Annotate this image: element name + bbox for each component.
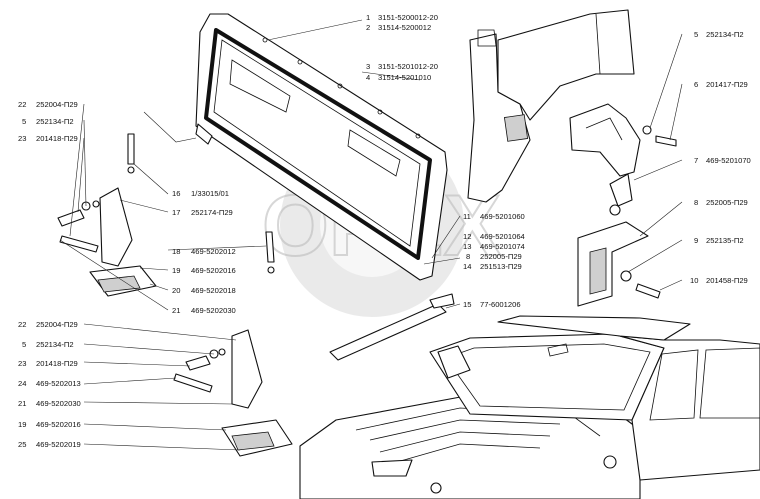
- callout-code: 469-5201064: [480, 232, 525, 241]
- callout-num: 23: [18, 134, 26, 143]
- left-hinge-lower: [173, 329, 293, 457]
- callout-code: 469-5202016: [191, 266, 236, 275]
- callout-code: 252135-П2: [706, 236, 744, 245]
- hinge-bracket-upper: [569, 103, 641, 216]
- callout-num: 21: [172, 306, 180, 315]
- callout-num: 24: [18, 379, 26, 388]
- callout-num: 25: [18, 440, 26, 449]
- callout-code: 1/33015/01: [191, 189, 229, 198]
- callout-num: 16: [172, 189, 180, 198]
- callout-code: 469-5202016: [36, 420, 81, 429]
- callout-num: 19: [18, 420, 26, 429]
- callout-code: 469-5202030: [191, 306, 236, 315]
- callout-num: 14: [463, 262, 471, 271]
- callout-num: 21: [18, 399, 26, 408]
- callout-num: 8: [694, 198, 698, 207]
- callout-code: 469-5202013: [36, 379, 81, 388]
- callout-code: 201418-П29: [36, 134, 78, 143]
- callout-code: 201458-П29: [706, 276, 748, 285]
- callout-code: 252174-П29: [191, 208, 233, 217]
- vehicle: [299, 315, 760, 499]
- callout-code: 252004-П29: [36, 100, 78, 109]
- callout-code: 31514-5201010: [378, 73, 431, 82]
- callout-code: 252134-П2: [706, 30, 744, 39]
- callout-code: 3151-5201012-20: [378, 62, 438, 71]
- callout-num: 8: [466, 252, 470, 261]
- callout-code: 201417-П29: [706, 80, 748, 89]
- callout-num: 9: [694, 236, 698, 245]
- callout-num: 5: [22, 340, 26, 349]
- center-bolt: [265, 231, 275, 274]
- bolts-right: [620, 125, 677, 299]
- callout-num: 22: [18, 320, 26, 329]
- callout-num: 13: [463, 242, 471, 251]
- callout-num: 5: [22, 117, 26, 126]
- callout-num: 15: [463, 300, 471, 309]
- body-pillar: [467, 9, 635, 203]
- callout-code: 201418-П29: [36, 359, 78, 368]
- hinge-bracket-lower: [577, 221, 649, 307]
- callout-code: 31514-5200012: [378, 23, 431, 32]
- callout-code: 469-5202030: [36, 399, 81, 408]
- callout-num: 12: [463, 232, 471, 241]
- callout-num: 2: [366, 23, 370, 32]
- windshield-frame: [195, 13, 448, 281]
- callout-code: 252134-П2: [36, 340, 74, 349]
- callout-num: 3: [366, 62, 370, 71]
- callout-code: 469-5201070: [706, 156, 751, 165]
- callout-code: 3151-5200012-20: [378, 13, 438, 22]
- callout-num: 5: [694, 30, 698, 39]
- callout-code: 469-5202018: [191, 286, 236, 295]
- callout-num: 18: [172, 247, 180, 256]
- callout-num: 17: [172, 208, 180, 217]
- callout-code: 251513-П29: [480, 262, 522, 271]
- callout-num: 4: [366, 73, 370, 82]
- callout-code: 77-6001206: [480, 300, 521, 309]
- callout-code: 252004-П29: [36, 320, 78, 329]
- callout-code: 252134-П2: [36, 117, 74, 126]
- callout-code: 252005-П29: [706, 198, 748, 207]
- callout-num: 23: [18, 359, 26, 368]
- callout-labels: 1 3151-5200012-20 2 31514-5200012 3 3151…: [18, 13, 751, 449]
- callout-num: 6: [694, 80, 698, 89]
- callout-code: 469-5201060: [480, 212, 525, 221]
- callout-num: 19: [172, 266, 180, 275]
- callout-code: 252005-П29: [480, 252, 522, 261]
- callout-num: 10: [690, 276, 698, 285]
- callout-num: 22: [18, 100, 26, 109]
- callout-num: 7: [694, 156, 698, 165]
- callout-num: 1: [366, 13, 370, 22]
- callout-num: 20: [172, 286, 180, 295]
- callout-code: 469-5202012: [191, 247, 236, 256]
- leader-lines: [59, 19, 683, 451]
- strap: [329, 293, 455, 361]
- callout-code: 469-5201074: [480, 242, 525, 251]
- left-hinge-upper: [57, 133, 157, 297]
- callout-code: 469-5202019: [36, 440, 81, 449]
- callout-num: 11: [463, 212, 471, 221]
